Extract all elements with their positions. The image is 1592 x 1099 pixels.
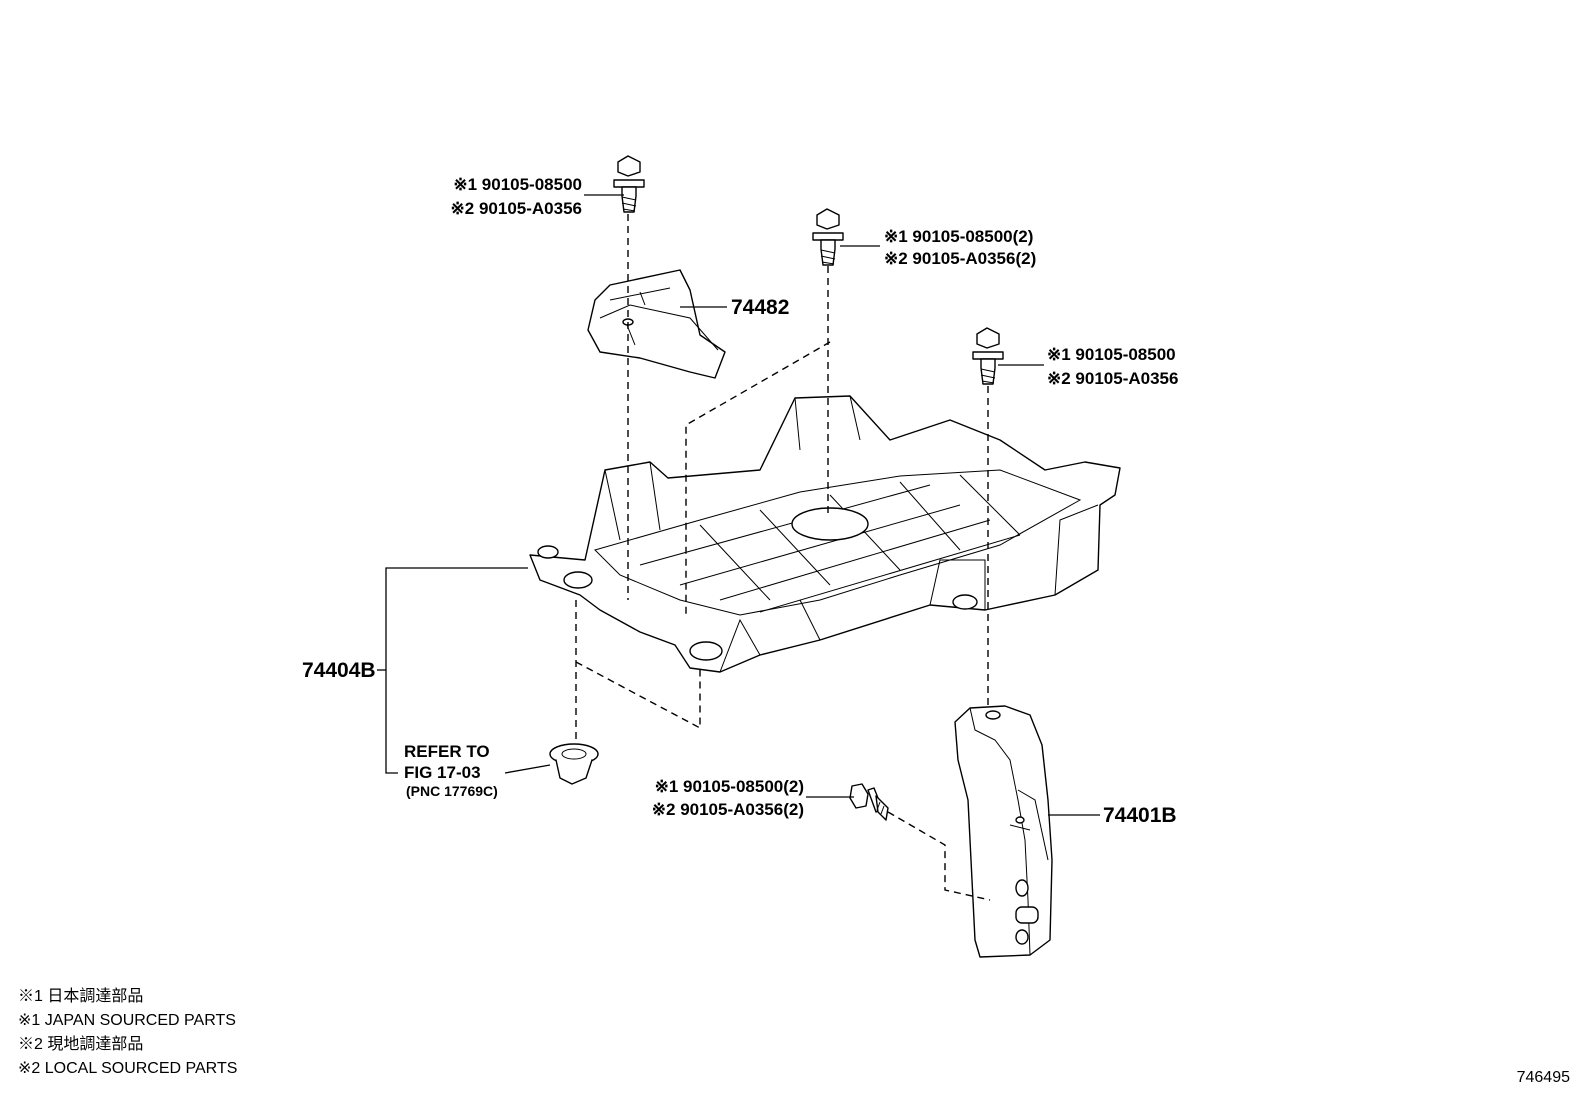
- legend-line-4: ※2 LOCAL SOURCED PARTS: [18, 1060, 238, 1077]
- callout-center-bolt-line1: ※1 90105-08500(2): [884, 227, 1033, 246]
- callout-center-bolt-line2: ※2 90105-A0356(2): [884, 249, 1036, 268]
- callout-top-bolt: ※1 90105-08500 ※2 90105-A0356: [451, 175, 582, 218]
- assembly-lines: [575, 214, 991, 901]
- refer-line2: FIG 17-03: [404, 763, 481, 782]
- battery-tray-drawing: [529, 395, 1121, 673]
- callout-lower-bolt-line2: ※2 90105-A0356(2): [652, 800, 804, 819]
- legend: ※1 日本調達部品 ※1 JAPAN SOURCED PARTS ※2 現地調達…: [18, 985, 237, 1081]
- document-number: 746495: [1516, 1069, 1570, 1086]
- refer-line1: REFER TO: [404, 742, 490, 761]
- leader-lines: [377, 194, 1100, 816]
- part-label-74482: 74482: [731, 296, 789, 319]
- top-bracket-drawing: [587, 269, 726, 379]
- grommet-drawing: [549, 743, 599, 785]
- callout-right-bolt-line2: ※2 90105-A0356: [1047, 369, 1178, 388]
- bolt-right-drawing: [972, 327, 1004, 385]
- refer-note: REFER TO FIG 17-03 (PNC 17769C): [404, 742, 498, 799]
- legend-line-1: ※1 日本調達部品: [18, 988, 144, 1005]
- stay-drawing: [954, 705, 1053, 958]
- refer-line3: (PNC 17769C): [406, 783, 498, 799]
- legend-line-3: ※2 現地調達部品: [18, 1036, 144, 1053]
- part-label-74404b: 74404B: [302, 659, 376, 682]
- callout-top-bolt-line1: ※1 90105-08500: [453, 175, 582, 194]
- callout-right-bolt: ※1 90105-08500 ※2 90105-A0356: [1047, 345, 1178, 388]
- bolt-top-drawing: [613, 155, 645, 213]
- part-label-74401b: 74401B: [1103, 804, 1177, 827]
- bolt-center-drawing: [812, 208, 844, 266]
- callout-top-bolt-line2: ※2 90105-A0356: [451, 199, 582, 218]
- callout-lower-bolt-line1: ※1 90105-08500(2): [655, 777, 804, 796]
- bolt-lower-drawing: [849, 783, 889, 821]
- callout-lower-bolt: ※1 90105-08500(2) ※2 90105-A0356(2): [652, 777, 804, 819]
- callout-center-bolt: ※1 90105-08500(2) ※2 90105-A0356(2): [884, 227, 1036, 268]
- callout-right-bolt-line1: ※1 90105-08500: [1047, 345, 1176, 364]
- legend-line-2: ※1 JAPAN SOURCED PARTS: [18, 1012, 236, 1029]
